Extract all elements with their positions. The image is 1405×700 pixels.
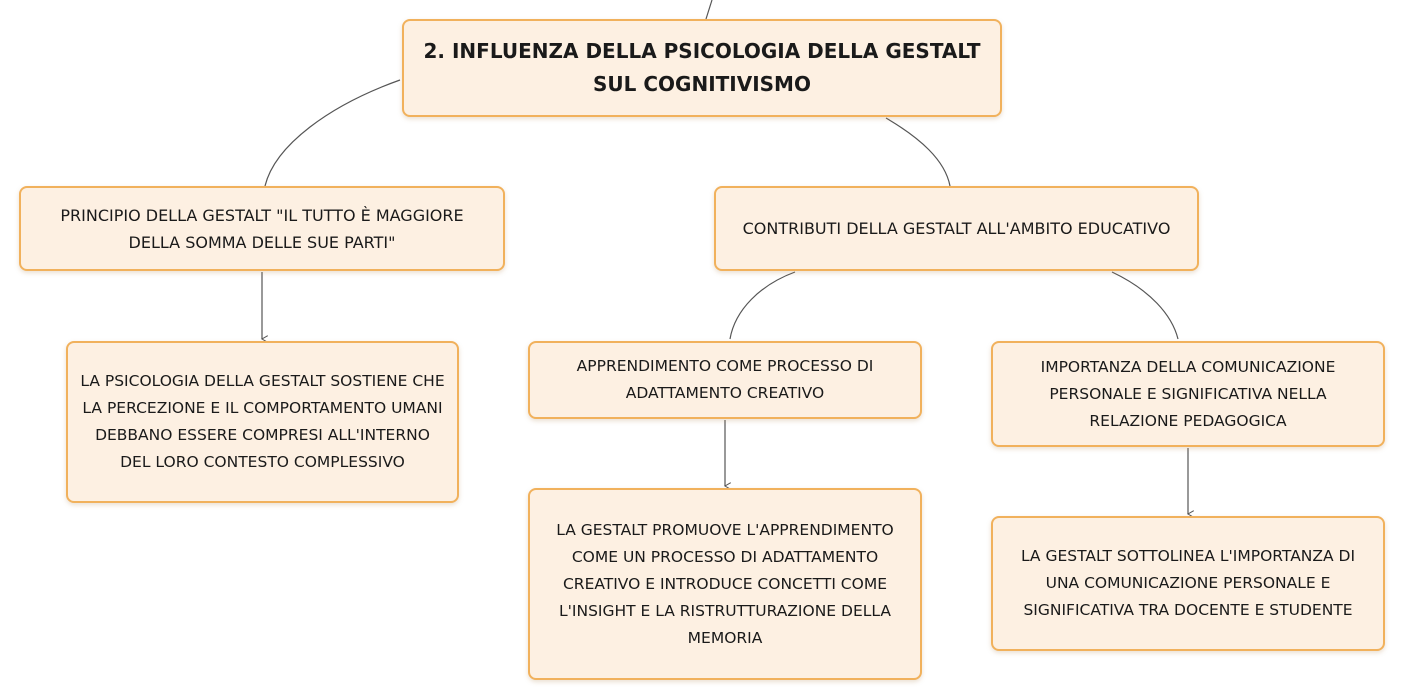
contributions-node-text: CONTRIBUTI DELLA GESTALT ALL'AMBITO EDUC… — [742, 219, 1171, 238]
communication-detail-node[interactable]: LA GESTALT SOTTOLINEA L'IMPORTANZA DI UN… — [991, 516, 1385, 651]
root-title-line-2: SUL COGNITIVISMO — [593, 72, 811, 96]
principle-node[interactable]: PRINCIPIO DELLA GESTALT "IL TUTTO È MAGG… — [19, 186, 505, 271]
connector-parent-to-root — [705, 0, 713, 20]
principle-detail-text: LA PSICOLOGIA DELLA GESTALT SOSTIENE CHE… — [80, 372, 445, 471]
connector-root-to-principle — [264, 79, 401, 187]
principle-node-text: PRINCIPIO DELLA GESTALT "IL TUTTO È MAGG… — [60, 205, 464, 252]
communication-node-text: IMPORTANZA DELLA COMUNICAZIONE PERSONALE… — [1040, 357, 1336, 430]
communication-node[interactable]: IMPORTANZA DELLA COMUNICAZIONE PERSONALE… — [991, 341, 1385, 447]
root-node[interactable]: 2. INFLUENZA DELLA PSICOLOGIA DELLA GEST… — [402, 19, 1002, 117]
learning-node-text: APPRENDIMENTO COME PROCESSO DI ADATTAMEN… — [576, 357, 874, 402]
learning-detail-text: LA GESTALT PROMUOVE L'APPRENDIMENTO COME… — [556, 520, 894, 647]
contributions-node[interactable]: CONTRIBUTI DELLA GESTALT ALL'AMBITO EDUC… — [714, 186, 1199, 271]
connector-contributions-to-learning — [729, 271, 796, 340]
learning-node[interactable]: APPRENDIMENTO COME PROCESSO DI ADATTAMEN… — [528, 341, 922, 419]
learning-detail-node[interactable]: LA GESTALT PROMUOVE L'APPRENDIMENTO COME… — [528, 488, 922, 680]
root-node-text: 2. INFLUENZA DELLA PSICOLOGIA DELLA GEST… — [424, 35, 981, 101]
connector-contributions-to-communication — [1111, 271, 1179, 340]
connector-root-to-contributions — [885, 117, 951, 187]
root-title-line-1: 2. INFLUENZA DELLA PSICOLOGIA DELLA GEST… — [423, 39, 981, 63]
principle-detail-node[interactable]: LA PSICOLOGIA DELLA GESTALT SOSTIENE CHE… — [66, 341, 459, 503]
communication-detail-text: LA GESTALT SOTTOLINEA L'IMPORTANZA DI UN… — [1020, 547, 1356, 619]
